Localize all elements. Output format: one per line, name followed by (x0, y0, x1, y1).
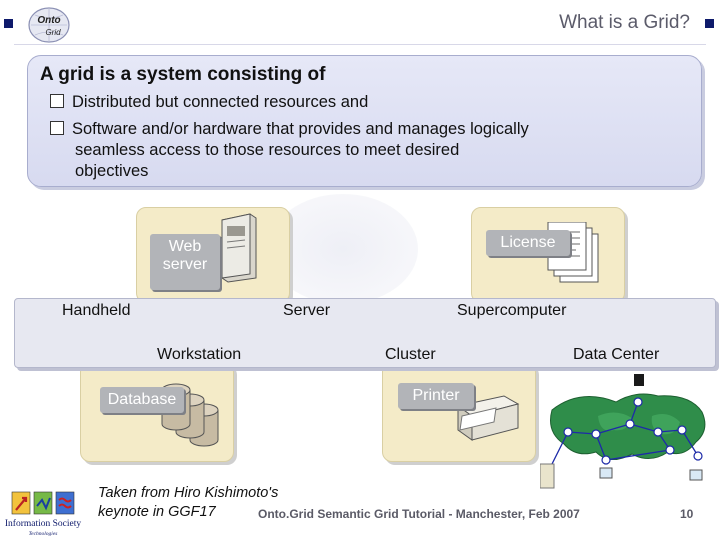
checkbox-bullet-icon (50, 94, 64, 108)
credit-line-1: Taken from Hiro Kishimoto's (98, 485, 279, 501)
bullet-item-1: Distributed but connected resources and (50, 93, 368, 112)
footer-tutorial-text: Onto.Grid Semantic Grid Tutorial - Manch… (258, 507, 580, 521)
bullet-text-2-line-2: seamless access to those resources to me… (75, 141, 460, 159)
definition-heading: A grid is a system consisting of (40, 64, 326, 85)
web-server-label-line-1: Web (168, 238, 202, 255)
band-label-workstation: Workstation (157, 346, 242, 363)
source-credit: Taken from Hiro Kishimoto's keynote in G… (98, 484, 278, 522)
ist-logo-line-2: Technologies (29, 531, 58, 537)
license-label: License (486, 230, 570, 256)
bullet-item-2: Software and/or hardware that provides a… (50, 120, 529, 139)
band-label-handheld: Handheld (62, 302, 131, 319)
page-number: 10 (680, 507, 694, 521)
slide-title: What is a Grid? (559, 12, 690, 33)
printer-icon (456, 395, 520, 441)
logo-text-onto: Onto (37, 15, 60, 26)
header-divider (14, 44, 706, 45)
web-server-label: Web server (150, 234, 220, 290)
ontogrid-watermark (268, 194, 418, 304)
ist-logo-line-1: Information Society (5, 518, 81, 529)
band-label-data-center: Data Center (573, 346, 660, 363)
band-label-cluster: Cluster (385, 346, 436, 363)
ontogrid-logo: Onto Grid (28, 7, 70, 43)
server-tower-icon (221, 213, 257, 283)
bullet-text-1: Distributed but connected resources and (72, 93, 369, 111)
web-server-label-line-2: server (162, 256, 208, 273)
band-label-server: Server (283, 302, 331, 319)
corner-square-left (4, 19, 13, 28)
resource-type-band (14, 298, 716, 368)
checkbox-bullet-icon (50, 121, 64, 135)
bullet-text-2-line-3: objectives (75, 162, 149, 180)
information-society-logo: Information Society Technologies (5, 491, 81, 537)
network-map-image (540, 374, 706, 489)
corner-square-right (705, 19, 714, 28)
bullet-text-2-line-1: Software and/or hardware that provides a… (72, 120, 529, 138)
definition-box (27, 55, 702, 187)
database-label: Database (100, 387, 184, 413)
logo-text-grid: Grid (45, 28, 61, 37)
printer-label: Printer (398, 383, 474, 409)
credit-line-2: keynote in GGF17 (98, 504, 216, 520)
band-label-supercomputer: Supercomputer (457, 302, 567, 319)
